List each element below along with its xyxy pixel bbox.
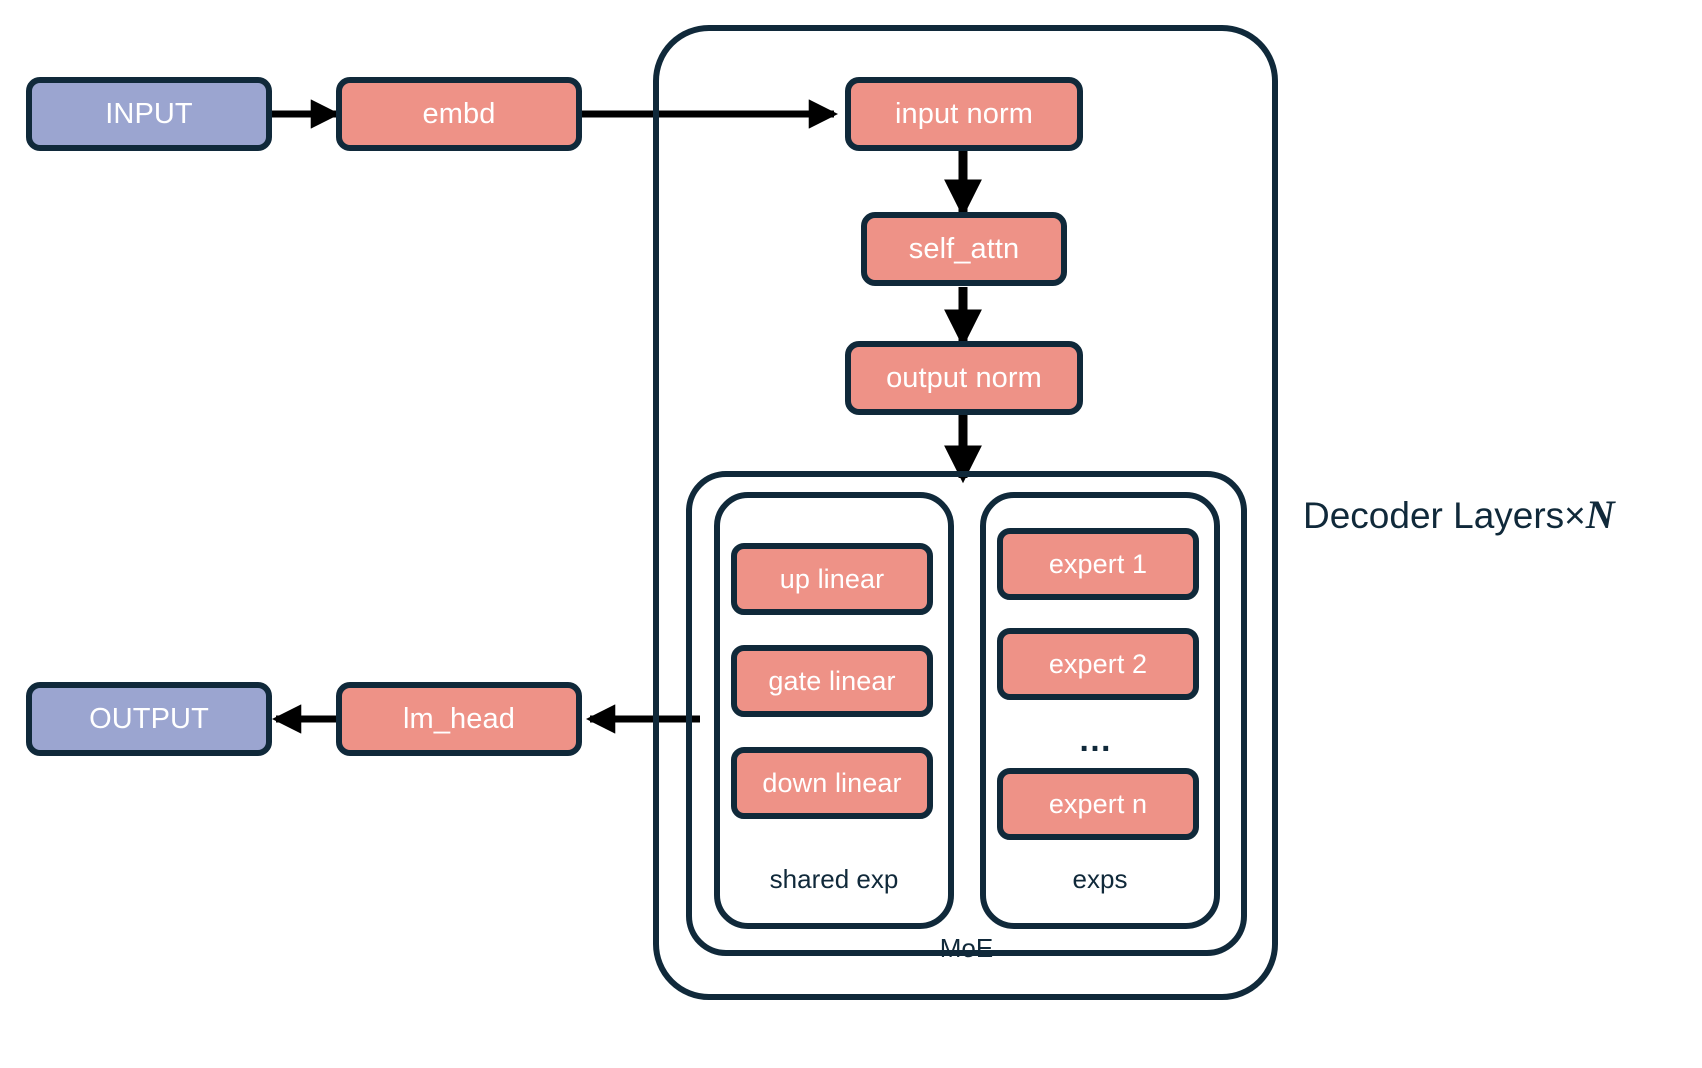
expert-2-node-label: expert 2: [1048, 648, 1148, 679]
moe-label: MoE: [939, 933, 994, 963]
gate-linear-node[interactable]: gate linear: [731, 645, 933, 717]
embd-node-label: embd: [422, 97, 496, 130]
input-node-label: INPUT: [105, 97, 193, 130]
shared-expert-container: [714, 492, 954, 929]
routed-experts-container: [980, 492, 1220, 929]
routed-experts-label: exps: [1072, 864, 1128, 894]
decoder-layers-caption-text: Decoder Layers×: [1303, 495, 1586, 536]
expert-n-node[interactable]: expert n: [997, 768, 1199, 840]
input-node[interactable]: INPUT: [26, 77, 272, 151]
expert-2-node[interactable]: expert 2: [997, 628, 1199, 700]
decoder-layers-container: [653, 25, 1278, 1000]
experts-ellipsis-label: …: [1078, 721, 1114, 759]
lm-head-node-label: lm_head: [403, 702, 515, 735]
output-node-label: OUTPUT: [89, 702, 209, 735]
shared-expert-label: shared exp: [769, 864, 899, 894]
output-node[interactable]: OUTPUT: [26, 682, 272, 756]
decoder-layers-count-variable: N: [1585, 492, 1615, 537]
down-linear-node[interactable]: down linear: [731, 747, 933, 819]
expert-1-node-label: expert 1: [1048, 548, 1148, 579]
embd-node[interactable]: embd: [336, 77, 582, 151]
down-linear-node-label: down linear: [762, 767, 902, 798]
input-norm-node[interactable]: input norm: [845, 77, 1083, 151]
gate-linear-node-label: gate linear: [768, 665, 896, 696]
up-linear-node-label: up linear: [779, 563, 885, 594]
output-norm-node-label: output norm: [886, 361, 1042, 394]
self-attn-node-label: self_attn: [908, 232, 1020, 265]
expert-1-node[interactable]: expert 1: [997, 528, 1199, 600]
decoder-layers-caption: Decoder Layers×N: [1303, 495, 1615, 535]
up-linear-node[interactable]: up linear: [731, 543, 933, 615]
output-norm-node[interactable]: output norm: [845, 341, 1083, 415]
input-norm-node-label: input norm: [894, 97, 1033, 130]
self-attn-node[interactable]: self_attn: [861, 212, 1067, 286]
expert-n-node-label: expert n: [1048, 788, 1148, 819]
lm-head-node[interactable]: lm_head: [336, 682, 582, 756]
